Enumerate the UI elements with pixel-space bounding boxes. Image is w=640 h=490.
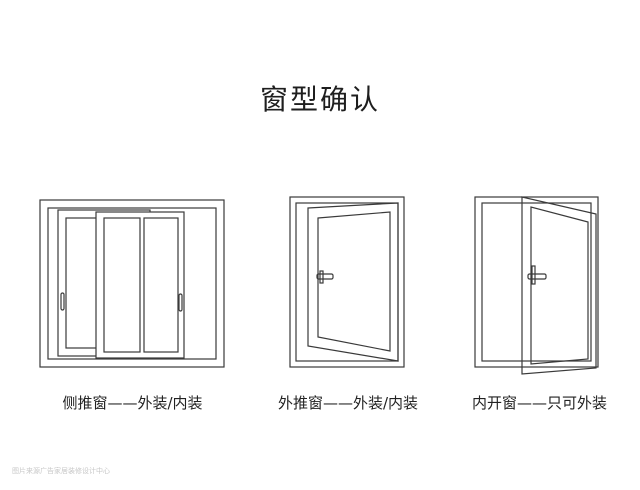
sliding-window-icon (39, 199, 225, 368)
sliding-window-caption: 侧推窗——外装/内装 (62, 394, 203, 412)
inward-casement-caption: 内开窗——只可外装 (471, 394, 607, 412)
page-title: 窗型确认 (259, 83, 380, 116)
watermark: 图片来源广告家居装修设计中心 (12, 467, 110, 475)
outward-casement-caption: 外推窗——外装/内装 (277, 394, 419, 412)
inward-casement-window-icon (474, 196, 599, 375)
outward-casement-window-icon (289, 196, 405, 368)
